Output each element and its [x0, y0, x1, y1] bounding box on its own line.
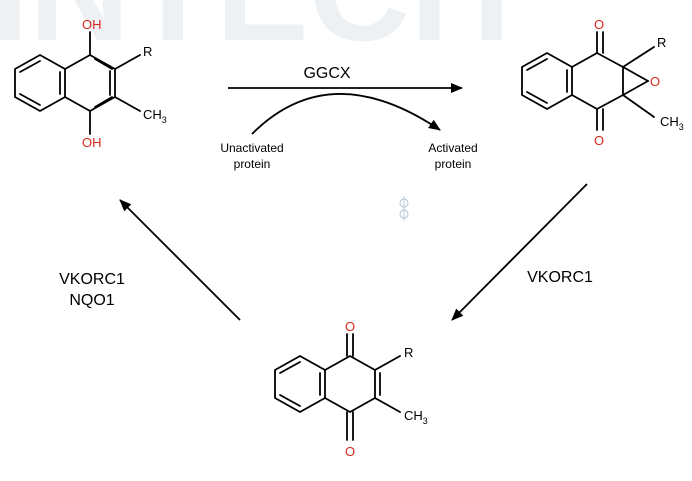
quinone-structure: [274, 333, 401, 441]
vkorc1-epoxide-label: VKORC1: [527, 269, 593, 286]
hydroquinone-structure: [14, 31, 141, 135]
quinone-methyl-label: CH3: [404, 408, 428, 426]
epoxide-r-label: R: [657, 35, 666, 50]
quinone-reduction-arrow: [119, 199, 241, 321]
epoxide-methyl-label: CH3: [660, 114, 684, 132]
epoxide-bottom-oxygen: O: [594, 133, 604, 148]
quinone-r-label: R: [404, 345, 413, 360]
activated-label-line2: protein: [435, 157, 472, 171]
hydroquinone-r-label: R: [143, 44, 152, 59]
hydroquinone-methyl-label: CH3: [143, 107, 167, 125]
epoxide-reduction-arrow: [451, 183, 588, 321]
nqo1-label: NQO1: [69, 292, 114, 309]
epoxide-ring-oxygen: O: [650, 74, 660, 89]
unactivated-label-line2: protein: [234, 157, 271, 171]
ggcx-label: GGCX: [303, 65, 350, 82]
quinone-top-oxygen: O: [345, 319, 355, 334]
unactivated-label-line1: Unactivated: [220, 141, 283, 155]
epoxide-top-oxygen: O: [594, 17, 604, 32]
ghost-marker-icon: [399, 196, 409, 221]
hydroxyl-bottom-label: OH: [82, 135, 102, 150]
protein-activation-arrow: [251, 93, 441, 135]
watermark-text: INTECH: [0, 0, 511, 70]
quinone-bottom-oxygen: O: [345, 444, 355, 459]
epoxide-structure: [521, 31, 655, 131]
hydroxyl-top-label: OH: [82, 17, 102, 32]
activated-label-line1: Activated: [428, 141, 477, 155]
vkorc1-quinone-label: VKORC1: [59, 271, 125, 288]
